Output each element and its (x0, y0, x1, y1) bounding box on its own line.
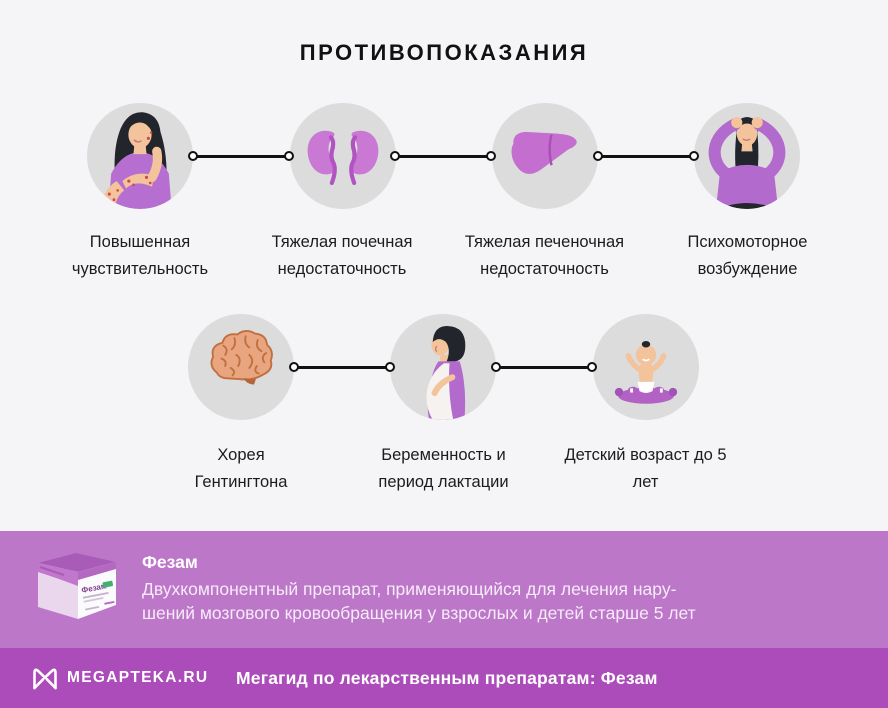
liver-icon (511, 131, 577, 174)
megapteka-logo-icon (33, 668, 57, 690)
contraindication-label: Психомоторное возбуждение (687, 233, 808, 278)
connector-node-icon (385, 362, 395, 372)
connector-line (593, 151, 699, 161)
connector-node-icon (587, 362, 597, 372)
footer-tagline: Мегагид по лекарственным препаратам: Фез… (236, 667, 658, 688)
contraindication-label: Хорея Гентингтона (194, 446, 288, 491)
page-title: ПРОТИВОПОКАЗАНИЯ (299, 40, 589, 65)
contraindication-circle-huntington (188, 314, 294, 420)
product-description-line: шений мозгового кровообращения у взрослы… (142, 602, 696, 623)
connector-line (289, 362, 395, 372)
contraindication-circle-hepatic (492, 103, 598, 209)
contraindication-label: Тяжелая печеночная недостаточность (464, 233, 625, 278)
product-banner: Фезам Фезам Двухкомпонентный препарат, п… (0, 531, 888, 648)
footer-bar: MEGAPTEKA.RU Мегагид по лекарственным пр… (0, 648, 888, 708)
pregnant-woman-icon (426, 326, 466, 420)
product-description: Двухкомпонентный препарат, применяющийся… (142, 578, 696, 625)
connector-line (491, 362, 597, 372)
contraindication-circle-psychomotor (694, 103, 800, 209)
kidneys-icon (307, 130, 379, 186)
contraindication-circle-hypersensitivity (87, 103, 193, 209)
contraindication-circle-renal (290, 103, 396, 209)
contraindication-circle-pregnancy (390, 314, 496, 420)
baby-icon (614, 340, 678, 404)
connector-node-icon (486, 151, 496, 161)
contraindication-label: Повышенная чувствительность (71, 233, 209, 278)
connector-node-icon (689, 151, 699, 161)
brain-icon (210, 330, 273, 385)
contraindication-circle-children (593, 314, 699, 420)
product-description-line: Двухкомпонентный препарат, применяющийся… (142, 579, 677, 599)
contraindication-label: Детский возраст до 5 лет (564, 446, 727, 491)
panic-woman-icon (708, 116, 786, 209)
contraindication-label: Беременность и период лактации (378, 446, 509, 491)
connector-node-icon (284, 151, 294, 161)
woman-rash-icon (103, 112, 172, 209)
footer-brand: MEGAPTEKA.RU (67, 669, 209, 686)
medicine-box-icon: Фезам (38, 553, 116, 619)
connector-line (188, 151, 294, 161)
connector-line (390, 151, 496, 161)
contraindication-label: Тяжелая почечная недостаточность (271, 233, 413, 278)
product-name: Фезам (142, 552, 198, 572)
